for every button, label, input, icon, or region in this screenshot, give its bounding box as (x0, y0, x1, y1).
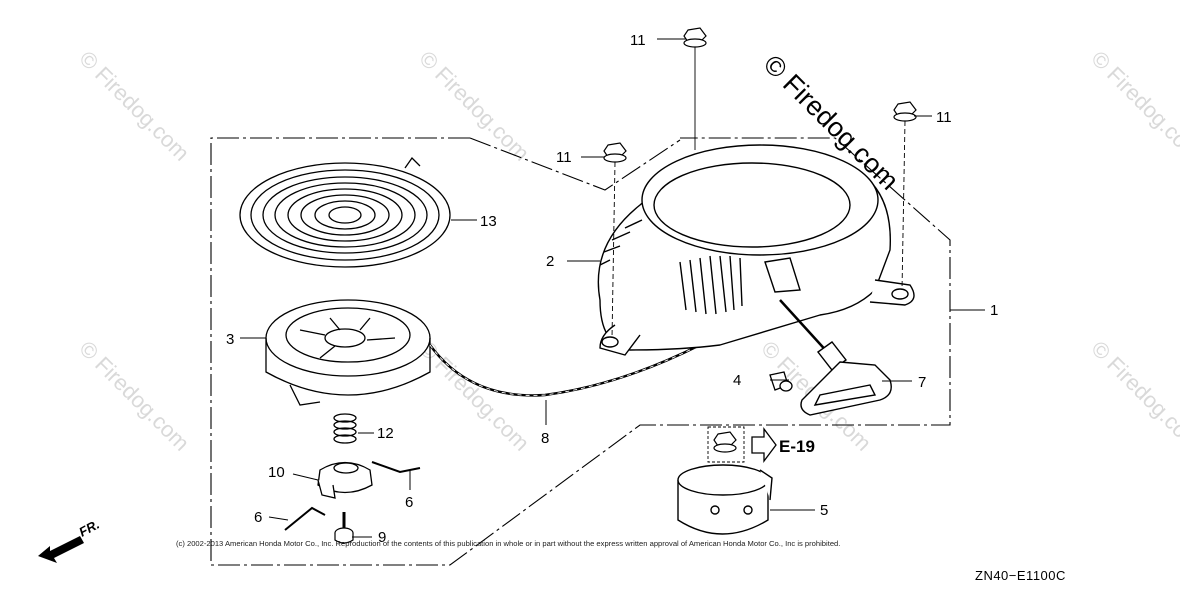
part-label-7: 7 (918, 374, 926, 391)
part-label-11: 11 (630, 32, 646, 49)
part-label-10: 10 (268, 464, 285, 481)
watermark-text: © Firedog.com (74, 46, 194, 166)
front-label: FR. (76, 517, 102, 540)
friction-spring (284, 461, 421, 531)
starter-pulley (677, 464, 773, 535)
flange-nut (603, 27, 917, 163)
part-label-6: 6 (254, 509, 262, 526)
part-label-9: 9 (378, 529, 386, 546)
ratchet (317, 461, 373, 499)
watermark-text: © Firedog.com (414, 336, 534, 456)
diagram-code: ZN40−E1100C (975, 568, 1066, 583)
watermark-text: © Firedog.com (414, 46, 534, 166)
part-label-13: 13 (480, 213, 497, 230)
watermark-text: © Firedog.com (74, 336, 194, 456)
recoil-housing (597, 144, 915, 356)
starter-grip (779, 299, 892, 416)
part-label-11: 11 (556, 149, 572, 166)
assembly-boundary (210, 137, 951, 566)
part-label-3: 3 (226, 331, 234, 348)
front-direction-indicator: FR. (38, 517, 102, 563)
watermark-text: © Firedog.com (1086, 336, 1180, 456)
copyright-notice: (c) 2002-2013 American Honda Motor Co., … (176, 539, 841, 548)
nut-guide-lines (611, 120, 906, 339)
part-label-12: 12 (377, 425, 394, 442)
reference-nut (713, 431, 737, 453)
leader-lines (240, 38, 985, 538)
watermark-text: © Firedog.com (1086, 46, 1180, 166)
part-label-8: 8 (541, 430, 549, 447)
part-label-5: 5 (820, 502, 828, 519)
part-label-1: 1 (990, 302, 998, 319)
part-label-6: 6 (405, 494, 413, 511)
recoil-spring (239, 156, 451, 268)
setting-screw (334, 512, 354, 544)
recoil-reel (265, 299, 431, 406)
part-label-4: 4 (733, 372, 741, 389)
front-arrow-icon (38, 536, 84, 563)
reference-label: E-19 (779, 437, 815, 456)
reference-arrow-icon (751, 427, 777, 463)
boundary-divider (469, 137, 681, 191)
ratchet-spring (333, 413, 357, 444)
rope-guide (769, 371, 793, 392)
part-label-11: 11 (936, 109, 952, 126)
part-labels: 11 11 11 13 2 3 1 4 7 12 8 10 6 6 9 5 (226, 32, 998, 546)
part-label-2: 2 (546, 253, 554, 270)
reference-box (707, 426, 745, 463)
